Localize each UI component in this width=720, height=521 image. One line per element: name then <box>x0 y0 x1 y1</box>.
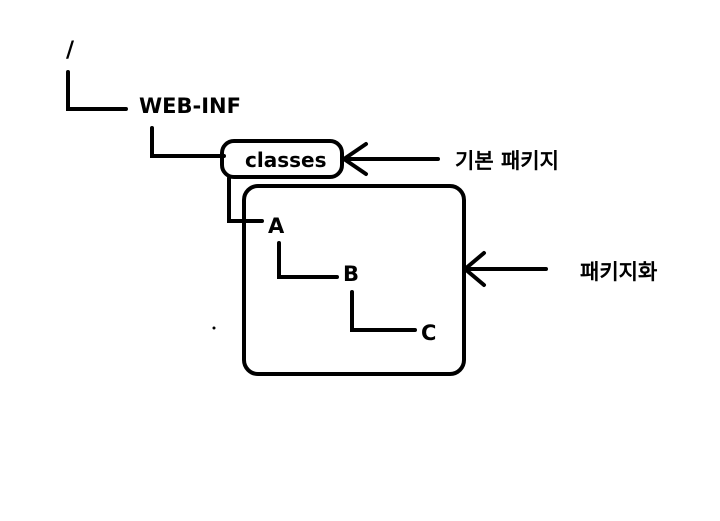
package-box <box>242 184 466 376</box>
base-package-arrow <box>342 142 440 176</box>
root-label: / <box>66 38 75 63</box>
b-to-c-connector <box>350 290 417 332</box>
node-a-label: A <box>268 214 285 238</box>
node-b-label: B <box>343 262 359 286</box>
webinf-label: WEB-INF <box>139 94 241 118</box>
base-package-label: 기본 패키지 <box>455 149 559 173</box>
root-to-webinf-connector <box>66 70 128 111</box>
packaging-arrow <box>463 251 548 287</box>
webinf-to-classes-connector <box>150 126 226 158</box>
a-to-b-connector <box>277 241 339 279</box>
classes-to-a-connector <box>227 176 264 223</box>
stray-dot <box>212 326 216 330</box>
classes-label: classes <box>245 148 326 172</box>
node-c-label: C <box>421 321 436 345</box>
packaging-label: 패키지화 <box>580 260 658 284</box>
